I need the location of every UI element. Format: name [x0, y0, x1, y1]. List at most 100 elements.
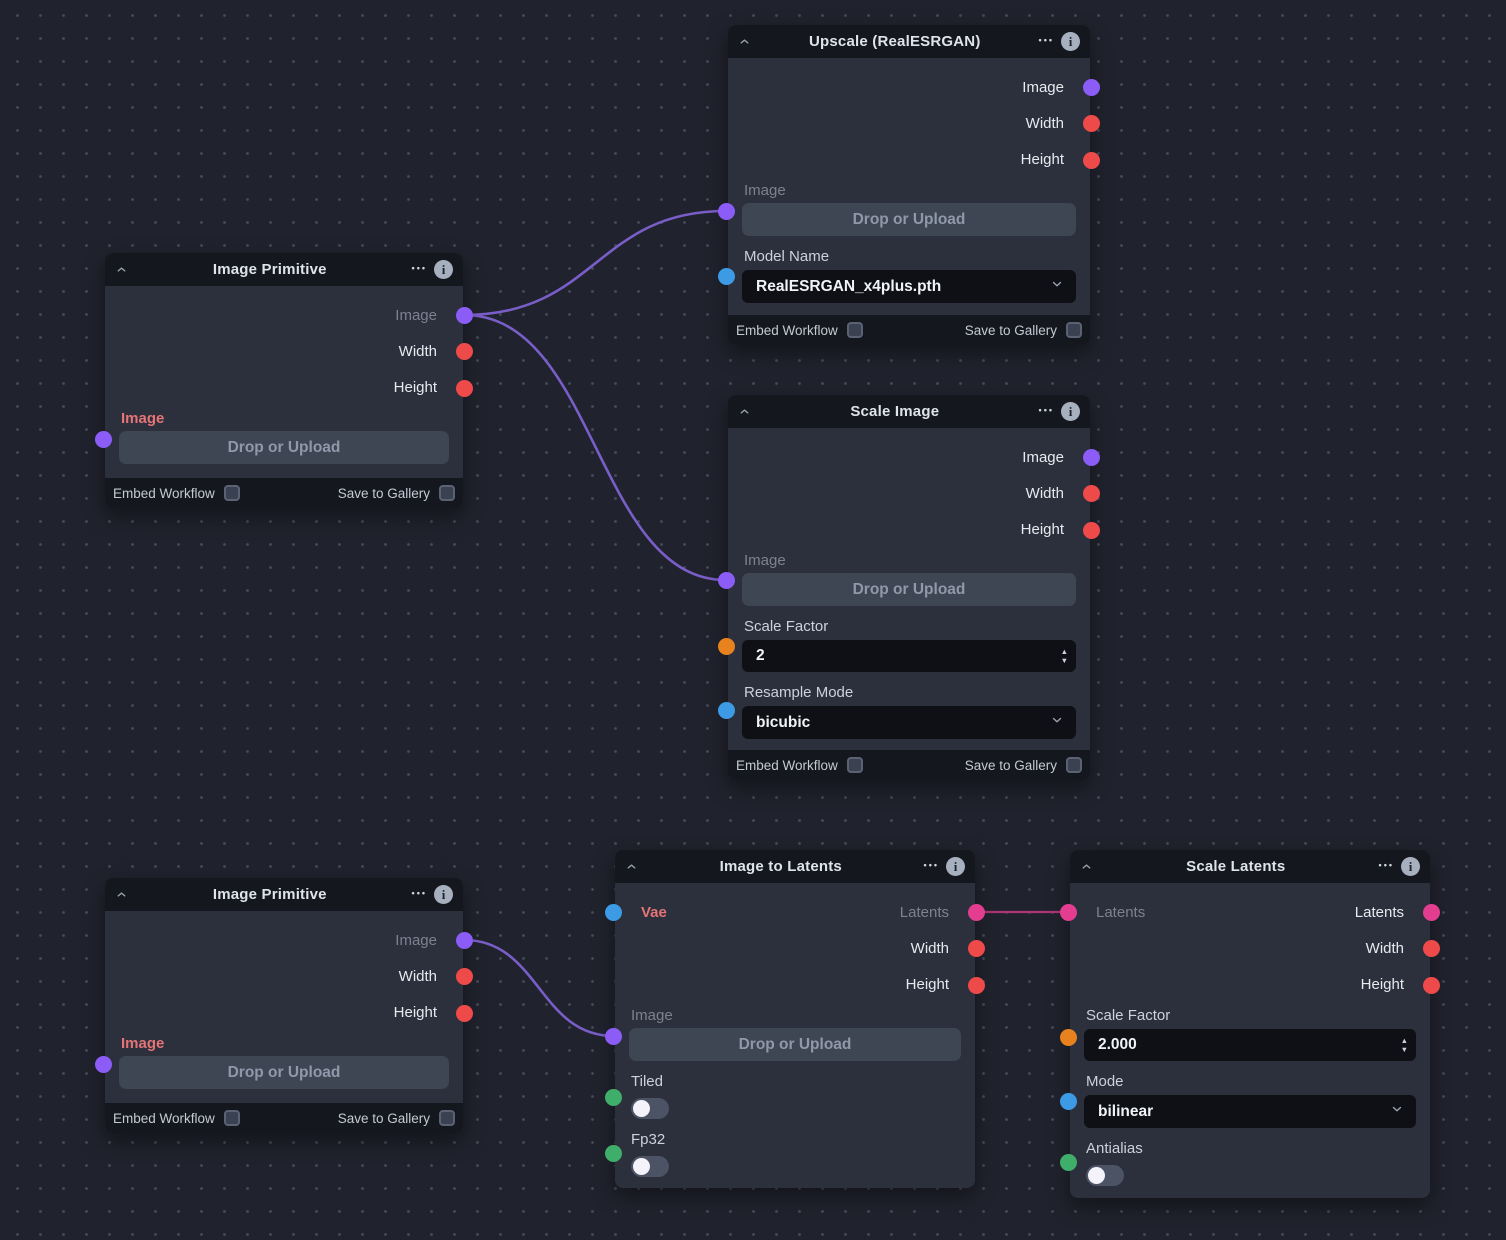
number-stepper[interactable]: ▲▼	[1061, 647, 1068, 665]
node-menu-icon[interactable]: •••	[1038, 35, 1054, 45]
output-handle-image[interactable]	[1083, 448, 1100, 466]
collapse-chevron-icon[interactable]	[625, 860, 638, 873]
input-handle-image[interactable]	[718, 571, 735, 589]
drop-or-upload-button[interactable]: Drop or Upload	[742, 203, 1076, 236]
node-header[interactable]: Image Primitive ••• i	[105, 253, 463, 286]
drop-or-upload-button[interactable]: Drop or Upload	[119, 1056, 449, 1089]
drop-or-upload-button[interactable]: Drop or Upload	[119, 431, 449, 464]
node-header[interactable]: Upscale (RealESRGAN) ••• i	[728, 25, 1090, 58]
input-handle-image[interactable]	[95, 430, 112, 448]
node-upscale-realesrgan[interactable]: Upscale (RealESRGAN) ••• i Image Width H…	[718, 25, 1100, 345]
io-row: Latents Latents	[1070, 894, 1430, 930]
save-to-gallery-label: Save to Gallery	[337, 485, 430, 501]
tiled-toggle[interactable]	[631, 1098, 669, 1119]
collapse-chevron-icon[interactable]	[115, 263, 128, 276]
node-header[interactable]: Image to Latents ••• i	[615, 850, 975, 883]
node-header[interactable]: Scale Image ••• i	[728, 395, 1090, 428]
output-handle-image[interactable]	[456, 931, 473, 949]
collapse-chevron-icon[interactable]	[115, 888, 128, 901]
output-handle-height[interactable]	[456, 1004, 473, 1022]
input-handle-image[interactable]	[95, 1055, 112, 1073]
mode-select[interactable]: bilinear	[1084, 1095, 1416, 1128]
node-menu-icon[interactable]: •••	[1378, 860, 1394, 870]
number-stepper[interactable]: ▲▼	[1401, 1036, 1408, 1054]
input-handle-antialias[interactable]	[1060, 1153, 1077, 1171]
info-icon[interactable]: i	[434, 885, 453, 904]
input-handle-model[interactable]	[718, 267, 735, 285]
info-icon[interactable]: i	[1061, 32, 1080, 51]
collapse-chevron-icon[interactable]	[738, 35, 751, 48]
fp32-toggle[interactable]	[631, 1156, 669, 1177]
input-handle-image[interactable]	[605, 1027, 622, 1045]
input-handle-scale-factor[interactable]	[1060, 1028, 1077, 1046]
output-handle-latents[interactable]	[968, 903, 985, 921]
node-image-to-latents[interactable]: Image to Latents ••• i Vae Latents Width…	[605, 850, 985, 1188]
node-body: Vae Latents Width Height Image Drop or U…	[615, 883, 975, 1188]
node-scale-latents[interactable]: Scale Latents ••• i Latents Latents Widt…	[1060, 850, 1440, 1198]
output-handle-height[interactable]	[1083, 151, 1100, 169]
output-handle-image[interactable]	[1083, 79, 1100, 96]
input-handle-image[interactable]	[718, 202, 735, 220]
resample-mode-select[interactable]: bicubic	[742, 706, 1076, 739]
node-image-primitive-1[interactable]: Image Primitive ••• i Image Width Height…	[95, 253, 473, 508]
output-handle-width[interactable]	[456, 967, 473, 985]
scale-factor-value: 2.000	[1098, 1036, 1137, 1053]
drop-or-upload-button[interactable]: Drop or Upload	[742, 573, 1076, 606]
collapse-chevron-icon[interactable]	[738, 405, 751, 418]
output-handle-width[interactable]	[1083, 484, 1100, 502]
save-to-gallery-checkbox[interactable]	[439, 485, 455, 501]
input-handle-resample-mode[interactable]	[718, 701, 735, 719]
save-to-gallery-checkbox[interactable]	[1066, 322, 1082, 338]
output-row: Width	[105, 333, 463, 369]
output-handle-width[interactable]	[968, 939, 985, 957]
drop-or-upload-button[interactable]: Drop or Upload	[629, 1028, 961, 1061]
collapse-chevron-icon[interactable]	[1080, 860, 1093, 873]
save-to-gallery-checkbox[interactable]	[439, 1110, 455, 1126]
node-header[interactable]: Scale Latents ••• i	[1070, 850, 1430, 883]
output-row: Height	[105, 369, 463, 405]
output-label-width: Width	[398, 342, 437, 360]
field-label-scale-factor: Scale Factor	[1086, 1006, 1171, 1024]
output-handle-width[interactable]	[1423, 939, 1440, 957]
node-menu-icon[interactable]: •••	[411, 263, 427, 273]
output-handle-height[interactable]	[968, 976, 985, 994]
edge-image-primitive-to-image-to-latents	[462, 938, 616, 1038]
info-icon[interactable]: i	[1061, 402, 1080, 421]
scale-factor-input[interactable]: 2 ▲▼	[742, 640, 1076, 672]
embed-workflow-checkbox[interactable]	[223, 1110, 240, 1126]
input-handle-mode[interactable]	[1060, 1092, 1077, 1110]
output-handle-height[interactable]	[1083, 521, 1100, 539]
input-handle-scale-factor[interactable]	[718, 637, 735, 655]
output-handle-latents[interactable]	[1423, 903, 1440, 921]
input-handle-tiled[interactable]	[605, 1088, 622, 1106]
output-row: Image	[105, 297, 463, 333]
output-handle-height[interactable]	[456, 379, 473, 397]
model-name-select[interactable]: RealESRGAN_x4plus.pth	[742, 270, 1076, 303]
save-to-gallery-checkbox[interactable]	[1066, 757, 1082, 773]
node-menu-icon[interactable]: •••	[1038, 405, 1054, 415]
input-handle-vae[interactable]	[605, 903, 622, 921]
info-icon[interactable]: i	[434, 260, 453, 279]
output-handle-width[interactable]	[456, 342, 473, 360]
node-image-primitive-2[interactable]: Image Primitive ••• i Image Width Height…	[95, 878, 473, 1133]
info-icon[interactable]: i	[946, 857, 965, 876]
input-handle-fp32[interactable]	[605, 1144, 622, 1162]
node-menu-icon[interactable]: •••	[411, 888, 427, 898]
info-icon[interactable]: i	[1401, 857, 1420, 876]
embed-workflow-checkbox[interactable]	[846, 322, 863, 338]
output-label-width: Width	[910, 939, 949, 957]
output-handle-height[interactable]	[1423, 976, 1440, 994]
scale-factor-input[interactable]: 2.000 ▲▼	[1084, 1029, 1416, 1061]
embed-workflow-checkbox[interactable]	[223, 485, 240, 501]
output-handle-image[interactable]	[456, 306, 473, 324]
output-handle-width[interactable]	[1083, 114, 1100, 132]
node-menu-icon[interactable]: •••	[923, 860, 939, 870]
antialias-toggle[interactable]	[1086, 1165, 1124, 1186]
node-scale-image[interactable]: Scale Image ••• i Image Width Height Ima…	[718, 395, 1100, 780]
input-handle-latents[interactable]	[1060, 903, 1077, 921]
node-title: Upscale (RealESRGAN)	[808, 33, 981, 50]
embed-workflow-checkbox[interactable]	[846, 757, 863, 773]
node-header[interactable]: Image Primitive ••• i	[105, 878, 463, 911]
output-label-latents: Latents	[1354, 903, 1404, 921]
